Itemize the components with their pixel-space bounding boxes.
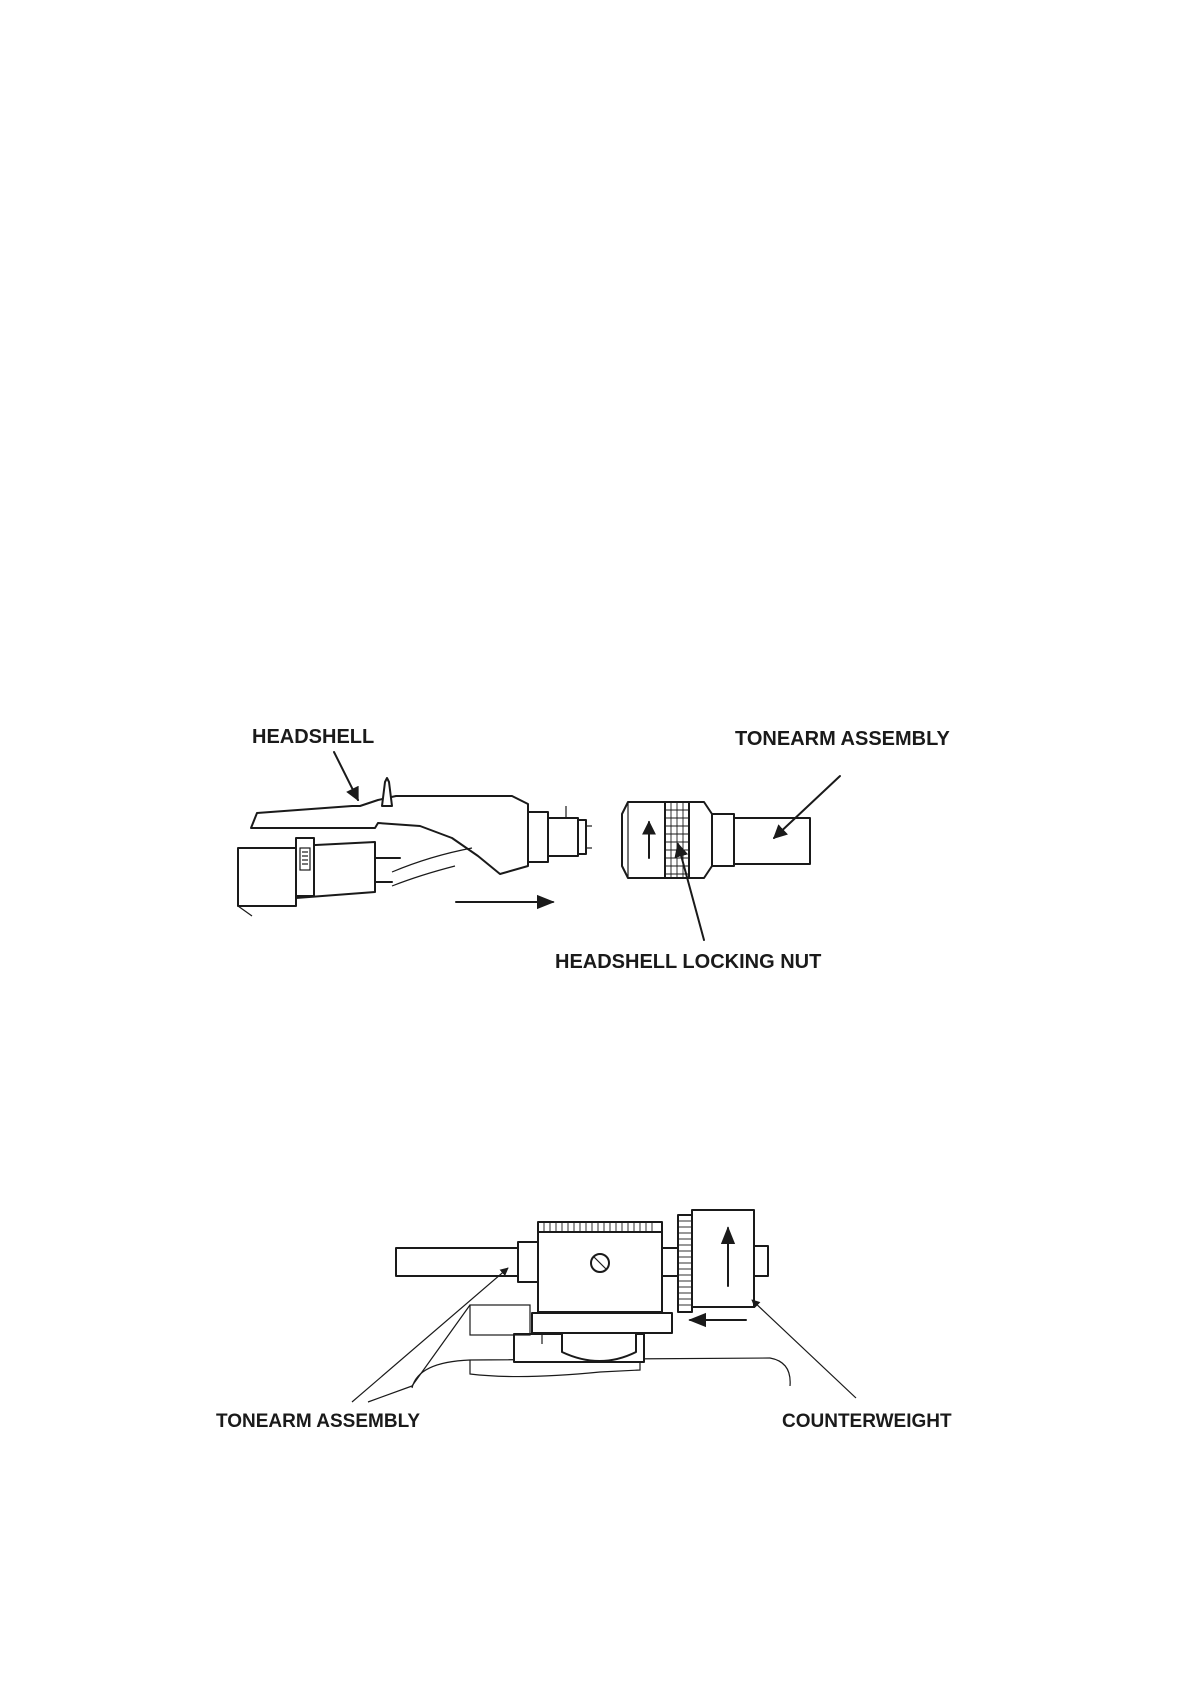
figure-headshell-attachment: HEADSHELL TONEARM ASSEMBLY HEADSHELL LOC… xyxy=(238,726,951,973)
tonearm-base-drawing xyxy=(412,1305,790,1388)
tonearm-assembly-label: TONEARM ASSEMBLY xyxy=(735,728,951,750)
headshell-drawing xyxy=(238,778,592,916)
counterweight-leader xyxy=(752,1300,856,1398)
headshell-locking-nut-label: HEADSHELL LOCKING NUT xyxy=(555,951,821,973)
tonearm-assembly-label-2: TONEARM ASSEMBLY xyxy=(216,1411,420,1432)
headshell-label: HEADSHELL xyxy=(252,726,374,748)
headshell-leader xyxy=(334,752,358,800)
tonearm-drawing xyxy=(622,802,810,878)
counterweight-label: COUNTERWEIGHT xyxy=(782,1411,952,1432)
pivot-block-drawing xyxy=(396,1222,678,1312)
counterweight-drawing xyxy=(678,1210,768,1312)
figure-counterweight: TONEARM ASSEMBLY COUNTERWEIGHT xyxy=(216,1210,952,1432)
